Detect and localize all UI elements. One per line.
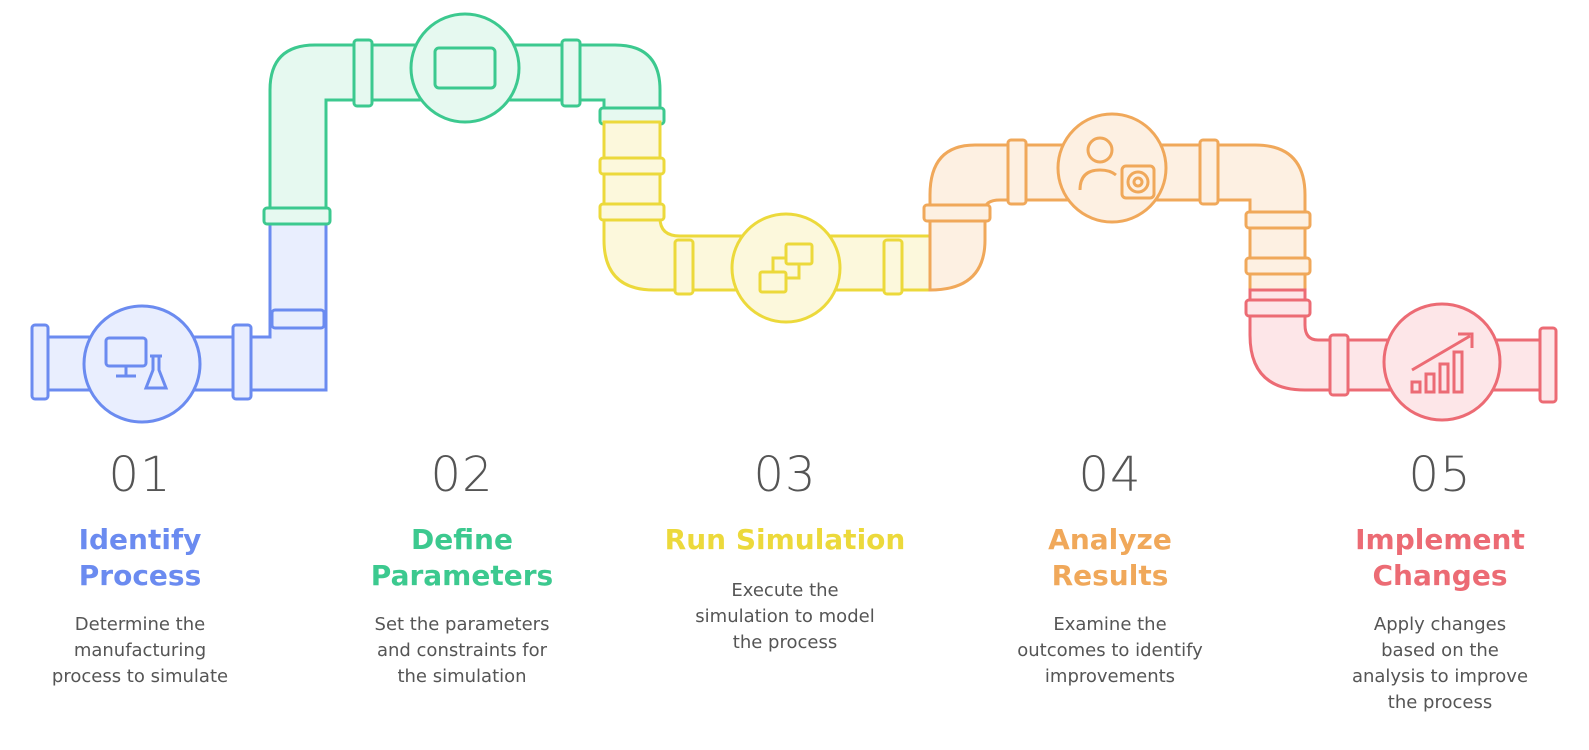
step-5: 05 Implement Changes Apply changes based…: [1300, 440, 1580, 716]
step-number: 01: [108, 447, 172, 503]
pipe-segment-2: [262, 38, 666, 226]
step-4: 04 Analyze Results Examine the outcomes …: [970, 440, 1250, 690]
step-number: 05: [1408, 447, 1472, 503]
step-description: Examine the outcomes to identify improve…: [1017, 614, 1203, 687]
step-description: Determine the manufacturing process to s…: [51, 614, 229, 687]
growth-chart-icon: [1410, 332, 1474, 394]
user-gear-icon: [1078, 136, 1156, 200]
node-4: [1056, 112, 1168, 224]
node-5: [1382, 302, 1502, 422]
pipeline-diagram: [30, 12, 1558, 424]
step-description: Set the parameters and constraints for t…: [374, 614, 550, 687]
node-3: [730, 212, 842, 324]
step-description: Apply changes based on the analysis to i…: [1351, 614, 1529, 713]
connected-screens-icon: [758, 242, 814, 294]
step-number: 03: [753, 447, 817, 503]
step-title: Identify Process: [78, 523, 202, 592]
step-3: 03 Run Simulation Execute the simulation…: [645, 440, 925, 656]
step-2: 02 Define Parameters Set the parameters …: [322, 440, 602, 690]
step-number: 04: [1078, 447, 1142, 503]
pipe-segment-4: [922, 138, 1312, 292]
step-title: Implement Changes: [1355, 523, 1525, 592]
pipe-segment-3: [598, 120, 932, 296]
step-title: Analyze Results: [1048, 523, 1172, 592]
step-title: Define Parameters: [370, 523, 554, 592]
step-description: Execute the simulation to model the proc…: [695, 580, 875, 653]
computer-flask-icon: [104, 336, 169, 390]
node-2: [409, 12, 521, 124]
monitor-icon: [433, 46, 497, 90]
step-number: 02: [430, 447, 494, 503]
step-1: 01 Identify Process Determine the manufa…: [0, 440, 280, 690]
node-1: [82, 304, 202, 424]
step-title: Run Simulation: [664, 523, 906, 556]
